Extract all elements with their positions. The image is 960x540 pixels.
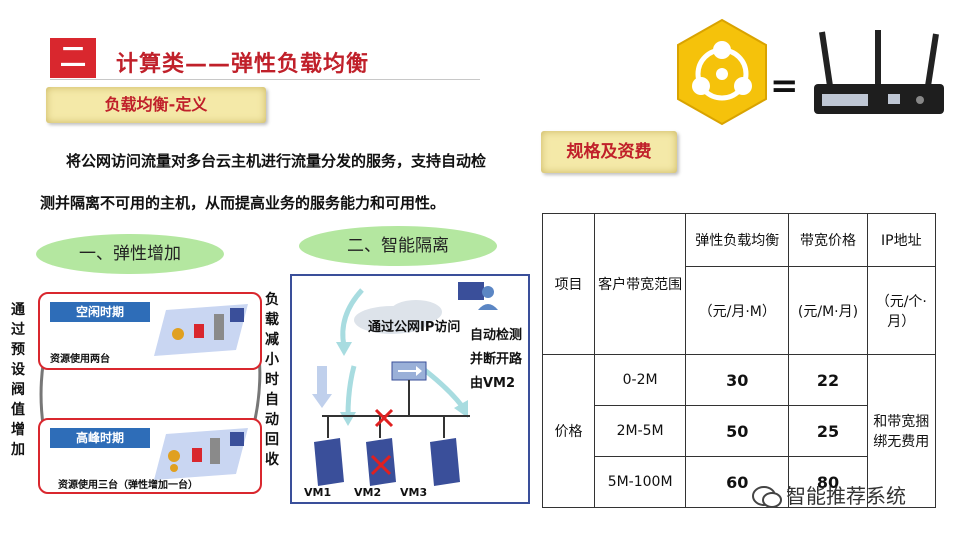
table-row: 价格 0-2M 30 22 和带宽捆绑无费用 (541, 354, 937, 508)
pricing-table: 项目 客户带宽范围 弹性负载均衡 带宽价格 IP地址 （元/月·M） (元/M·… (541, 213, 937, 508)
idle-resource-note: 资源使用两台 (50, 354, 110, 365)
equals-sign: = (770, 66, 799, 106)
ip-note-cell: 和带宽捆绑无费用 (866, 354, 937, 508)
unit-elb: （元/月·M） (685, 266, 790, 355)
definition-text-line1: 将公网访问流量对多台云主机进行流量分发的服务，支持自动检 (66, 152, 487, 170)
header-elb: 弹性负载均衡 (685, 213, 790, 267)
smart-isolation-title: 二、智能隔离 (299, 226, 497, 266)
auto-recycle-vertical-text: 负载减小时自动回收 (265, 292, 279, 468)
bandwidth-price-cell: 80 (788, 456, 868, 508)
idle-period-label: 空闲时期 (50, 302, 150, 322)
peak-resource-note: 资源使用三台（弹性增加一台） (58, 480, 198, 491)
peak-period-panel: 高峰时期 资源使用三台（弹性增加一台） (38, 418, 262, 494)
header-bandwidth-range: 客户带宽范围 (594, 213, 687, 355)
header-bandwidth-price: 带宽价格 (788, 213, 868, 267)
load-balancer-hexagon-icon (677, 18, 767, 126)
isolation-network-drawing (312, 282, 498, 486)
router-icon (814, 30, 944, 114)
idle-server-illustration (154, 304, 248, 356)
spec-scroll-label: 规格及资费 (541, 131, 677, 173)
vm1-label: VM1 (304, 486, 332, 499)
range-cell: 5M-100M (594, 456, 687, 508)
peak-server-illustration (154, 428, 248, 480)
header-ip-address: IP地址 (866, 213, 937, 267)
idle-period-panel: 空闲时期 资源使用两台 (38, 292, 262, 370)
vm3-label: VM3 (400, 486, 428, 499)
smart-isolation-diagram: 通过公网IP访问 自动检测 并断开路 由VM2 VM1 VM2 VM3 (290, 274, 530, 504)
unit-bandwidth: (元/M·月) (788, 266, 868, 355)
table-row: 5M-100M 60 80 (543, 456, 936, 508)
vm2-label: VM2 (354, 486, 382, 499)
bandwidth-price-cell: 22 (788, 354, 868, 406)
price-row-label: 价格 (541, 354, 596, 508)
peak-period-label: 高峰时期 (50, 428, 150, 448)
watermark-text: 智能推荐系统 (786, 484, 906, 508)
definition-text-line2: 测并隔离不可用的主机，从而提高业务的服务能力和可用性。 (40, 194, 446, 212)
header-item: 项目 (541, 213, 596, 355)
definition-scroll-label: 负载均衡-定义 (46, 87, 266, 123)
elb-price-cell: 50 (685, 405, 790, 457)
threshold-increase-vertical-text: 通过预设阀值增加 (11, 302, 25, 458)
public-ip-access-label: 通过公网IP访问 (368, 320, 461, 335)
auto-detect-line1: 自动检测 (470, 328, 523, 343)
title-underline (50, 79, 480, 80)
table-row: 2M-5M 50 25 (543, 405, 936, 457)
elb-price-cell: 30 (685, 354, 790, 406)
elastic-increase-title: 一、弹性增加 (36, 234, 224, 274)
page-title: 计算类——弹性负载均衡 (116, 52, 370, 77)
auto-detect-line3: 由VM2 (470, 376, 516, 391)
wechat-icon (752, 486, 782, 508)
auto-detect-line2: 并断开路 (470, 352, 523, 367)
range-cell: 2M-5M (594, 405, 687, 457)
section-number-badge: 二 (50, 38, 96, 78)
unit-ip: （元/个·月） (866, 266, 937, 355)
bandwidth-price-cell: 25 (788, 405, 868, 457)
range-cell: 0-2M (594, 354, 687, 406)
